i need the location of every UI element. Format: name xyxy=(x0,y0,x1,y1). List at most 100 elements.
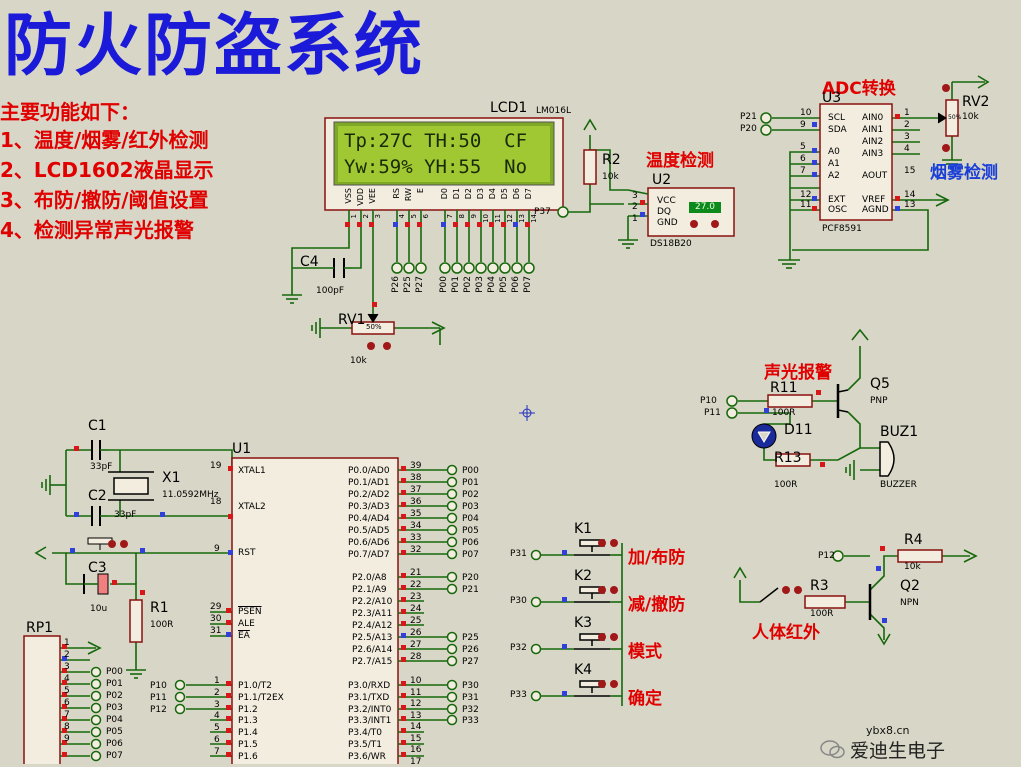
adc-pin-num: 6 xyxy=(800,154,806,164)
mcu-pin-num: 37 xyxy=(410,485,422,495)
q5-ref: Q5 xyxy=(870,376,890,392)
lcd-display: Tp:27C TH:50 CF Yw:59% YH:55 No xyxy=(338,126,550,182)
r13-value: 100R xyxy=(774,480,798,490)
lcd-pin-label: VDD xyxy=(356,188,365,206)
mcu-left-pins xyxy=(174,608,231,757)
adc-net-p21: P21 xyxy=(740,112,757,122)
rp1-pin-num: 4 xyxy=(64,674,70,684)
mcu-pin-label: P1.2 xyxy=(238,705,258,715)
adc-pin-num: 7 xyxy=(800,166,806,176)
c4-value: 100pF xyxy=(316,286,345,296)
key-net-label: P31 xyxy=(510,549,527,559)
lcd-net-label: P02 xyxy=(463,276,473,293)
mcu-pin-num: 13 xyxy=(410,710,422,721)
adc-pin-num: 2 xyxy=(904,120,910,130)
mcu-pin-label: P1.0/T2 xyxy=(238,681,272,691)
lcd-net-label: P25 xyxy=(403,276,413,293)
lcd-pin-label: D7 xyxy=(524,188,533,200)
rp1-pin-num: 7 xyxy=(64,710,70,720)
temperature-reading: 27.0 xyxy=(689,202,721,213)
mcu-pin-num: 29 xyxy=(210,602,222,612)
key-net-label: P32 xyxy=(510,643,527,653)
watermark-name: 爱迪生电子 xyxy=(850,740,946,762)
lcd-pin-num: 9 xyxy=(470,214,478,219)
rp1-pin-num: 1 xyxy=(64,638,70,648)
mcu-pin-num: 38 xyxy=(410,473,422,483)
lcd-line-2: Yw:59% YH:55 No xyxy=(344,156,528,178)
feature-item: 2、LCD1602液晶显示 xyxy=(0,158,214,182)
mcu-pin-label: P0.3/AD3 xyxy=(348,502,390,512)
adc-chip-u3 xyxy=(760,103,900,221)
mcu-net-label: P01 xyxy=(462,478,479,488)
rv2-value: 10k xyxy=(962,112,979,122)
lcd-pin-label: D4 xyxy=(488,188,497,200)
mcu-pin-num: 4 xyxy=(214,711,220,721)
mcu-pin-num: 27 xyxy=(410,640,422,650)
rp1-net-label: P01 xyxy=(106,679,123,689)
x1-value: 11.0592MHz xyxy=(162,490,219,500)
mcu-net-label: P30 xyxy=(462,681,479,691)
mcu-pin-num: 11 xyxy=(410,687,422,698)
smoke-label: 烟雾检测 xyxy=(930,163,998,183)
lcd-ref: LCD1 xyxy=(490,100,528,116)
u2-model: DS18B20 xyxy=(650,239,692,249)
mcu-net-label: P20 xyxy=(462,573,479,583)
r11-value: 100R xyxy=(772,408,796,418)
wechat-icon xyxy=(820,740,845,759)
rp1-pin-num: 2 xyxy=(64,650,70,660)
buzzer-type: BUZZER xyxy=(880,480,917,490)
lcd-model: LM016L xyxy=(536,106,571,116)
ir-net-p12: P12 xyxy=(818,551,835,561)
mcu-pin-num: 18 xyxy=(210,497,222,507)
rp1-net-label: P05 xyxy=(106,727,123,737)
adc-pin-num: 3 xyxy=(904,132,910,142)
mcu-pin-label: P3.3/INT1 xyxy=(348,716,392,726)
mcu-pin-num: 10 xyxy=(410,676,422,686)
mcu-pin-label: P2.5/A13 xyxy=(352,633,393,643)
r4-value: 10k xyxy=(904,562,921,572)
mcu-pin-label: P0.2/AD2 xyxy=(348,490,390,500)
adc-pin-num: 15 xyxy=(904,166,916,176)
mcu-pin-num: 26 xyxy=(410,628,422,638)
x1-ref: X1 xyxy=(162,470,181,486)
mcu-pin-num: 6 xyxy=(214,735,220,745)
mcu-net-label: P06 xyxy=(462,538,479,548)
mcu-pin-num: 31 xyxy=(210,626,222,636)
mcu-net-label: P26 xyxy=(462,645,479,655)
page-title: 防火防盗系统 xyxy=(4,7,425,86)
adc-pin-label: AIN1 xyxy=(862,125,884,135)
lcd-pin-num: 10 xyxy=(482,214,490,223)
adc-pin-label: AOUT xyxy=(862,171,888,181)
alarm-label: 声光报警 xyxy=(764,363,832,383)
mcu-pin-num: 39 xyxy=(410,461,422,471)
mcu-pin-num: 24 xyxy=(410,604,422,614)
u2-pin-vcc: VCC xyxy=(657,196,676,206)
key-ref: K4 xyxy=(574,662,593,678)
lcd-pin-num: 11 xyxy=(494,214,502,223)
mcu-pin-psen: PSEN xyxy=(238,607,262,617)
u1-ref: U1 xyxy=(232,441,252,457)
rp1-pin-num: 5 xyxy=(64,686,70,696)
adc-pin-num: 5 xyxy=(800,142,806,152)
lcd-pin-num: 7 xyxy=(446,214,454,219)
reset-circuit xyxy=(70,537,145,643)
alarm-circuit xyxy=(726,384,895,477)
lcd-pin-label: D3 xyxy=(476,188,485,200)
mcu-pin-label: P3.0/RXD xyxy=(348,681,391,691)
feature-item: 1、温度/烟雾/红外检测 xyxy=(0,128,209,152)
lcd-pin-num: 5 xyxy=(410,214,418,219)
mcu-net-label: P02 xyxy=(462,490,479,500)
lcd-pin-label: D5 xyxy=(500,188,509,200)
r1-value: 100R xyxy=(150,620,174,630)
rp1-net-label: P00 xyxy=(106,667,123,677)
mcu-pin-label: P3.5/T1 xyxy=(348,740,382,750)
mcu-pin-label: P0.0/AD0 xyxy=(348,466,390,476)
rv1-ref: RV1 xyxy=(338,312,366,328)
c1-ref: C1 xyxy=(88,418,107,434)
mcu-pin-label: P2.2/A10 xyxy=(352,597,393,607)
c3-value: 10u xyxy=(90,604,108,614)
mcu-pin-num: 12 xyxy=(410,699,422,709)
mcu-pin-num: 32 xyxy=(410,545,422,555)
mcu-pin-num: 33 xyxy=(410,533,422,543)
rp1-pin-num: 9 xyxy=(64,734,70,744)
